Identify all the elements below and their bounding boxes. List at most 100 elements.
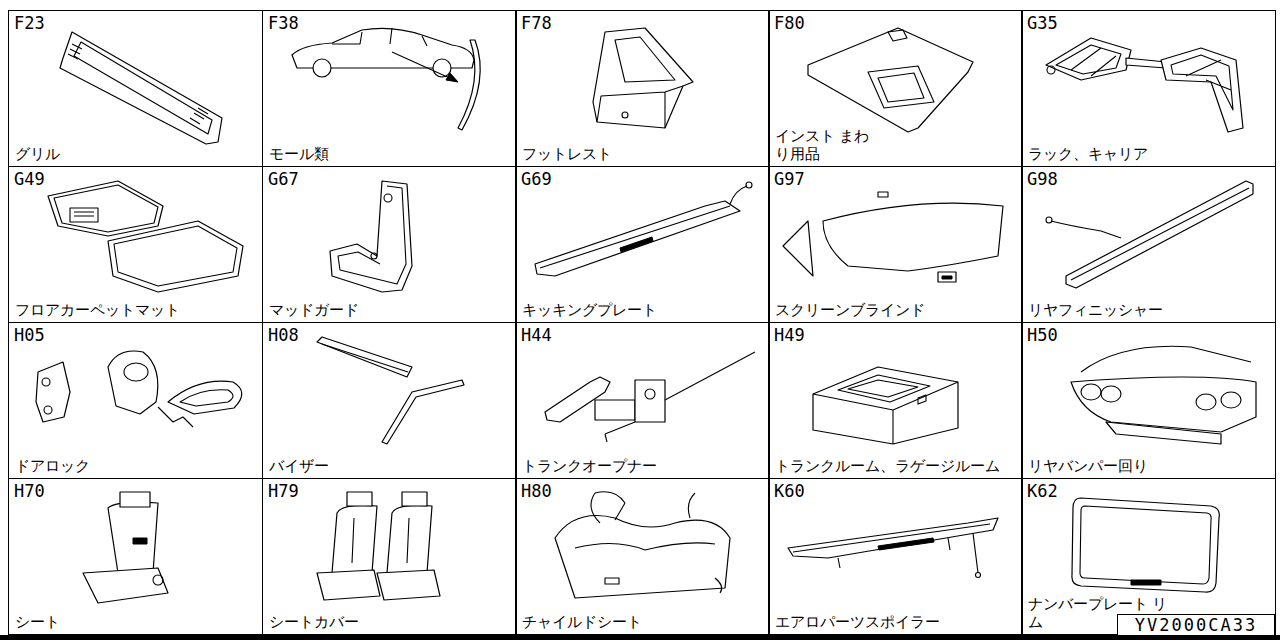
mud-guard-illustration-stroke [371, 253, 377, 259]
floor-mat-illustration-stroke [108, 221, 243, 292]
part-name: バイザー [269, 457, 329, 475]
rack-illustration-stroke [1161, 48, 1243, 132]
plate-rim-illustration-stroke [1131, 580, 1161, 585]
part-name: キッキングプレート [522, 301, 657, 319]
footrest-illustration-stroke [615, 37, 675, 82]
part-name: グリル [15, 145, 60, 163]
trunk-opener-illustration-stroke [605, 422, 635, 442]
visor-illustration-stroke [317, 337, 412, 377]
plate-rim-illustration-stroke [1080, 506, 1211, 584]
console-illustration-stroke [868, 66, 934, 108]
spoiler-illustration-stroke [973, 533, 978, 573]
part-code: F78 [521, 13, 552, 33]
catalog-cell: F38 モール類 [262, 10, 517, 167]
catalog-cell: K62ナンバープレート リム [1021, 478, 1276, 635]
molding-illustration-stroke [392, 52, 454, 80]
seat-illustration [83, 492, 168, 603]
child-seat-illustration-stroke [591, 493, 625, 523]
seat-cover-illustration [317, 492, 440, 600]
part-name: フロアカーペットマット [15, 301, 180, 319]
molding-illustration-stroke [332, 28, 427, 46]
spoiler-illustration-stroke [878, 538, 934, 550]
part-code: H50 [1027, 325, 1058, 345]
grille-illustration [60, 32, 222, 144]
part-name: フットレスト [522, 145, 612, 163]
catalog-cell: G49 フロアカーペットマット [8, 166, 263, 323]
rear-bumper-illustration [1071, 346, 1256, 444]
seat-cover-illustration-stroke [347, 492, 372, 506]
rear-bumper-illustration-stroke [1071, 377, 1256, 432]
seat-cover-illustration-stroke [402, 492, 427, 506]
floor-mat-illustration-stroke [54, 185, 158, 232]
kick-plate-illustration [535, 182, 752, 276]
part-code: F38 [268, 13, 299, 33]
part-code: G35 [1027, 13, 1058, 33]
part-name: エアロパーツスポイラー [775, 613, 940, 631]
rear-bumper-illustration-stroke [1081, 346, 1251, 372]
seat-cover-illustration-stroke [317, 570, 380, 600]
seat-cover-illustration-stroke [352, 518, 409, 563]
visor-illustration-stroke [322, 344, 408, 372]
floor-mat-illustration [48, 181, 243, 292]
part-name: リヤフィニッシャー [1028, 301, 1163, 319]
rear-bumper-illustration-stroke [1101, 386, 1121, 402]
door-lock-illustration-stroke [108, 351, 158, 414]
seat-illustration-stroke [153, 575, 163, 585]
kick-plate-illustration-stroke [540, 206, 730, 268]
trunk-box-illustration-stroke [848, 380, 918, 397]
console-illustration-stroke [888, 30, 907, 41]
molding-illustration-stroke [446, 73, 458, 82]
catalog-cell: K60 エアロパーツスポイラー [768, 478, 1023, 635]
drawing-number: YV2000CA33 [1118, 615, 1274, 635]
part-code: H05 [14, 325, 45, 345]
part-name: シートカバー [269, 613, 359, 631]
catalog-cell: G67マッドガード [262, 166, 517, 323]
catalog-cell: F23グリル [8, 10, 263, 167]
part-name: トランクオープナー [522, 457, 657, 475]
footrest-illustration [593, 28, 693, 128]
catalog-cell: H80チャイルドシート [515, 478, 770, 635]
catalog-cell: H05ドアロック [8, 322, 263, 479]
mud-guard-illustration-stroke [330, 181, 412, 292]
catalog-cell: H44 トランクオープナー [515, 322, 770, 479]
spoiler-illustration [788, 518, 998, 578]
seat-illustration-stroke [133, 538, 147, 544]
floor-mat-illustration-stroke [114, 226, 237, 286]
rack-illustration-stroke [1171, 55, 1233, 110]
child-seat-illustration [555, 492, 730, 598]
console-illustration-stroke [808, 28, 973, 132]
floor-mat-illustration-stroke [48, 181, 163, 236]
part-code: K62 [1027, 481, 1058, 501]
kick-plate-illustration-stroke [535, 201, 740, 276]
door-lock-illustration-stroke [158, 407, 193, 427]
grille-illustration-stroke [74, 42, 212, 134]
screen-blind-illustration-stroke [878, 192, 888, 197]
part-name: チャイルドシート [522, 613, 642, 631]
screen-blind-illustration-stroke [942, 276, 952, 279]
part-code: H70 [14, 481, 45, 501]
mud-guard-illustration [330, 181, 412, 292]
rack-illustration-stroke [1056, 45, 1121, 76]
part-code: K60 [774, 481, 805, 501]
part-code: F80 [774, 13, 805, 33]
footrest-illustration-stroke [622, 112, 628, 118]
trunk-box-illustration-stroke [813, 382, 958, 444]
console-illustration-stroke [878, 73, 924, 102]
plate-rim-illustration-stroke [1072, 498, 1219, 592]
rack-illustration-stroke [1126, 58, 1166, 68]
child-seat-illustration-stroke [555, 516, 730, 599]
door-lock-illustration [36, 351, 242, 427]
door-lock-illustration-stroke [180, 390, 233, 406]
molding-illustration-stroke [458, 40, 480, 130]
trunk-opener-illustration-stroke [665, 352, 755, 400]
plate-rim-illustration [1072, 498, 1219, 592]
seat-illustration-stroke [83, 568, 168, 603]
part-code: H44 [521, 325, 552, 345]
trunk-opener-illustration-stroke [635, 380, 665, 422]
part-name: リヤバンパー回り [1028, 457, 1148, 475]
door-lock-illustration-stroke [168, 381, 242, 414]
part-code: G49 [14, 169, 45, 189]
part-name: スクリーンブラインド [775, 301, 925, 319]
part-name: モール類 [269, 145, 329, 163]
door-lock-illustration-stroke [124, 363, 148, 381]
